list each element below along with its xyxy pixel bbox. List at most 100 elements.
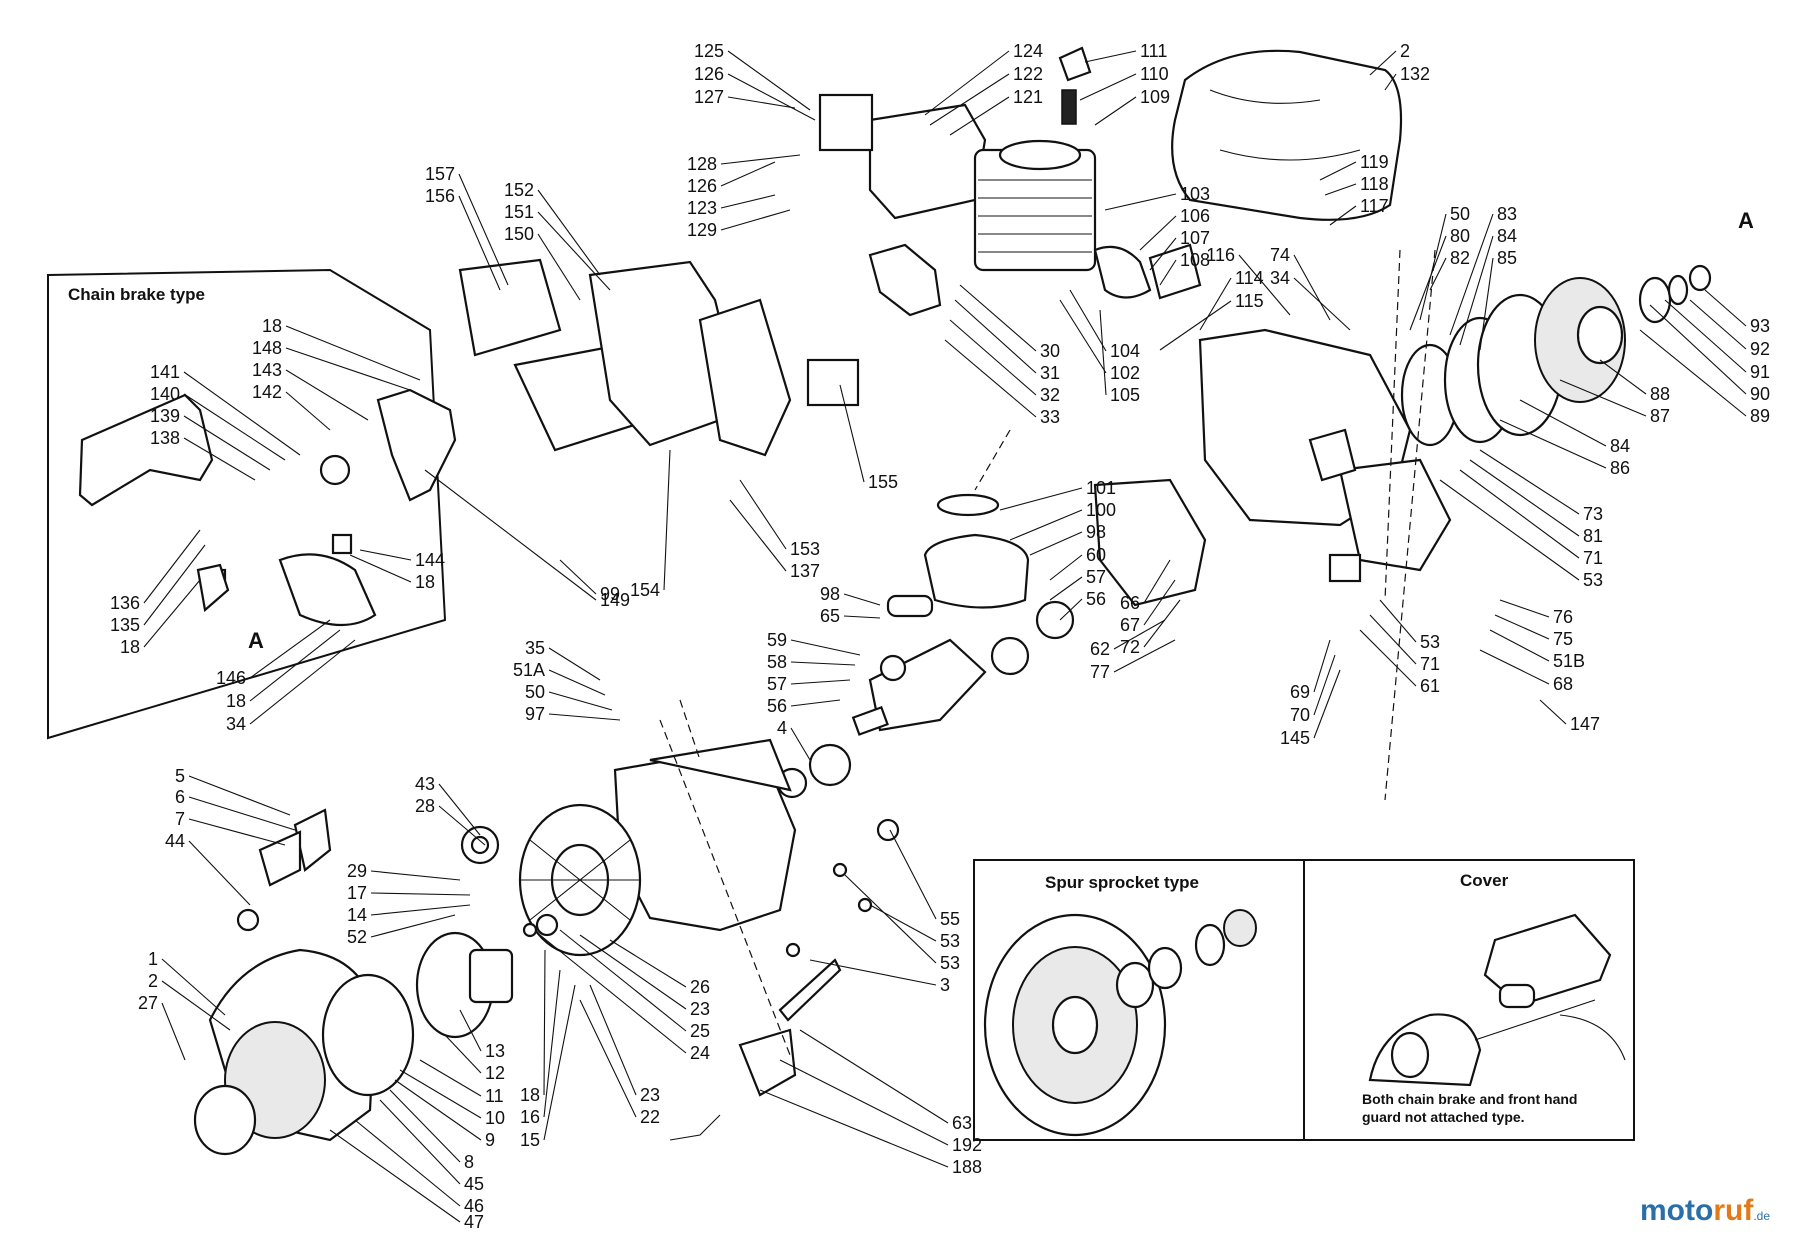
- leader-line-111: [1084, 50, 1137, 63]
- leader-line-124: [924, 50, 1010, 116]
- part-label-56: 56: [1086, 589, 1106, 609]
- part-label-104: 104: [1110, 341, 1140, 361]
- part-label-53: 53: [1420, 632, 1440, 652]
- part-label-30: 30: [1040, 341, 1060, 361]
- part-label-81: 81: [1583, 526, 1603, 546]
- part-label-51B: 51B: [1553, 651, 1585, 671]
- leader-line-93: [1704, 289, 1747, 327]
- part-label-71: 71: [1583, 548, 1603, 568]
- part-label-52: 52: [347, 927, 367, 947]
- leader-line-50: [548, 691, 613, 711]
- leader-lines: [143, 50, 1747, 1223]
- leader-line-123: [720, 194, 776, 209]
- leader-line-13: [459, 1009, 482, 1052]
- part-label-4: 4: [777, 718, 787, 738]
- leader-line-66: [1143, 559, 1171, 604]
- part-label-117: 117: [1360, 196, 1389, 216]
- part-label-67: 67: [1120, 615, 1140, 635]
- leader-line-90: [1649, 304, 1747, 395]
- part-label-44: 44: [165, 831, 185, 851]
- leader-line-105: [1099, 309, 1107, 396]
- leader-line-122: [929, 73, 1010, 126]
- ignition-coil-shape: [868, 243, 942, 317]
- part-label-93: 93: [1750, 316, 1770, 336]
- part-label-53: 53: [940, 953, 960, 973]
- part-label-22: 22: [640, 1107, 660, 1127]
- leader-line-45: [379, 1099, 461, 1185]
- leader-line-28: [438, 805, 486, 846]
- part-label-73: 73: [1583, 504, 1603, 524]
- part-label-86: 86: [1610, 458, 1630, 478]
- spur-sprocket-drawing: [983, 909, 1257, 1137]
- part-label-88: 88: [1650, 384, 1670, 404]
- part-label-46: 46: [464, 1196, 484, 1216]
- leader-line-150: [537, 233, 581, 301]
- leader-line-16: [543, 969, 561, 1118]
- part-label-107: 107: [1180, 228, 1210, 248]
- part-label-32: 32: [1040, 385, 1060, 405]
- leader-line-144: [359, 549, 412, 561]
- watermark-part1: moto: [1640, 1194, 1713, 1227]
- part-label-119: 119: [1360, 152, 1389, 172]
- part-label-62: 62: [1090, 639, 1110, 659]
- leader-line-92: [1689, 299, 1747, 350]
- part-label-16: 16: [520, 1107, 540, 1127]
- leader-line-31: [954, 299, 1037, 374]
- part-label-2: 2: [148, 971, 158, 991]
- leader-line-115: [1159, 300, 1232, 351]
- part-label-91: 91: [1750, 362, 1770, 382]
- leader-line-30: [959, 284, 1037, 352]
- leader-line-98: [1029, 531, 1083, 556]
- cover-inset-note-line2: guard not attached type.: [1362, 1109, 1525, 1125]
- leader-line-72: [1143, 599, 1181, 648]
- watermark-suffix: .de: [1753, 1209, 1770, 1223]
- cylinder-shape: [973, 46, 1097, 272]
- spur-sprocket-inset-title: Spur sprocket type: [1045, 873, 1199, 892]
- part-number-labels: 1251261271241221211111101092132128126123…: [110, 41, 1770, 1232]
- leader-line-8: [389, 1089, 461, 1163]
- leader-line-35: [548, 647, 601, 681]
- marker-a-left: A: [248, 628, 264, 653]
- leader-line-81: [1469, 459, 1580, 537]
- part-label-47: 47: [464, 1212, 484, 1232]
- part-label-63: 63: [952, 1113, 972, 1133]
- part-label-108: 108: [1180, 250, 1210, 270]
- muffler-plate-shape: [818, 93, 874, 152]
- top-cover-shape: [1171, 49, 1403, 221]
- muffler-shape: [868, 103, 987, 220]
- part-label-143: 143: [252, 360, 282, 380]
- leader-line-146: [249, 619, 331, 679]
- part-label-70: 70: [1290, 705, 1310, 725]
- part-label-15: 15: [520, 1130, 540, 1150]
- leader-line-44: [188, 840, 251, 906]
- part-label-98: 98: [1086, 522, 1106, 542]
- leader-line-53: [1439, 479, 1580, 581]
- leader-line-137: [729, 499, 787, 572]
- leader-line-9: [394, 1079, 482, 1141]
- leader-line-117: [1329, 205, 1357, 226]
- part-label-126: 126: [694, 64, 724, 84]
- leader-line-153: [739, 479, 787, 550]
- part-label-141: 141: [150, 362, 180, 382]
- part-label-149: 149: [600, 590, 630, 610]
- part-label-128: 128: [687, 154, 717, 174]
- watermark-logo: motoruf.de: [1640, 1194, 1770, 1227]
- leader-line-148: [285, 347, 411, 391]
- part-label-82: 82: [1450, 248, 1470, 268]
- part-label-35: 35: [525, 638, 545, 658]
- leader-line-3: [809, 959, 937, 986]
- part-label-31: 31: [1040, 363, 1060, 383]
- leader-line-53: [1379, 599, 1417, 643]
- intake-elbow-shape: [1093, 245, 1152, 299]
- adjuster-shape: [1328, 553, 1362, 583]
- part-label-140: 140: [150, 384, 180, 404]
- leader-line-56: [1059, 598, 1083, 621]
- part-label-109: 109: [1140, 87, 1170, 107]
- leader-line-108: [1159, 259, 1177, 286]
- leader-line-82: [1429, 257, 1447, 291]
- leader-line-125: [727, 50, 811, 111]
- leader-line-91: [1664, 299, 1747, 373]
- part-label-69: 69: [1290, 682, 1310, 702]
- part-label-50: 50: [525, 682, 545, 702]
- leader-line-26: [609, 939, 687, 988]
